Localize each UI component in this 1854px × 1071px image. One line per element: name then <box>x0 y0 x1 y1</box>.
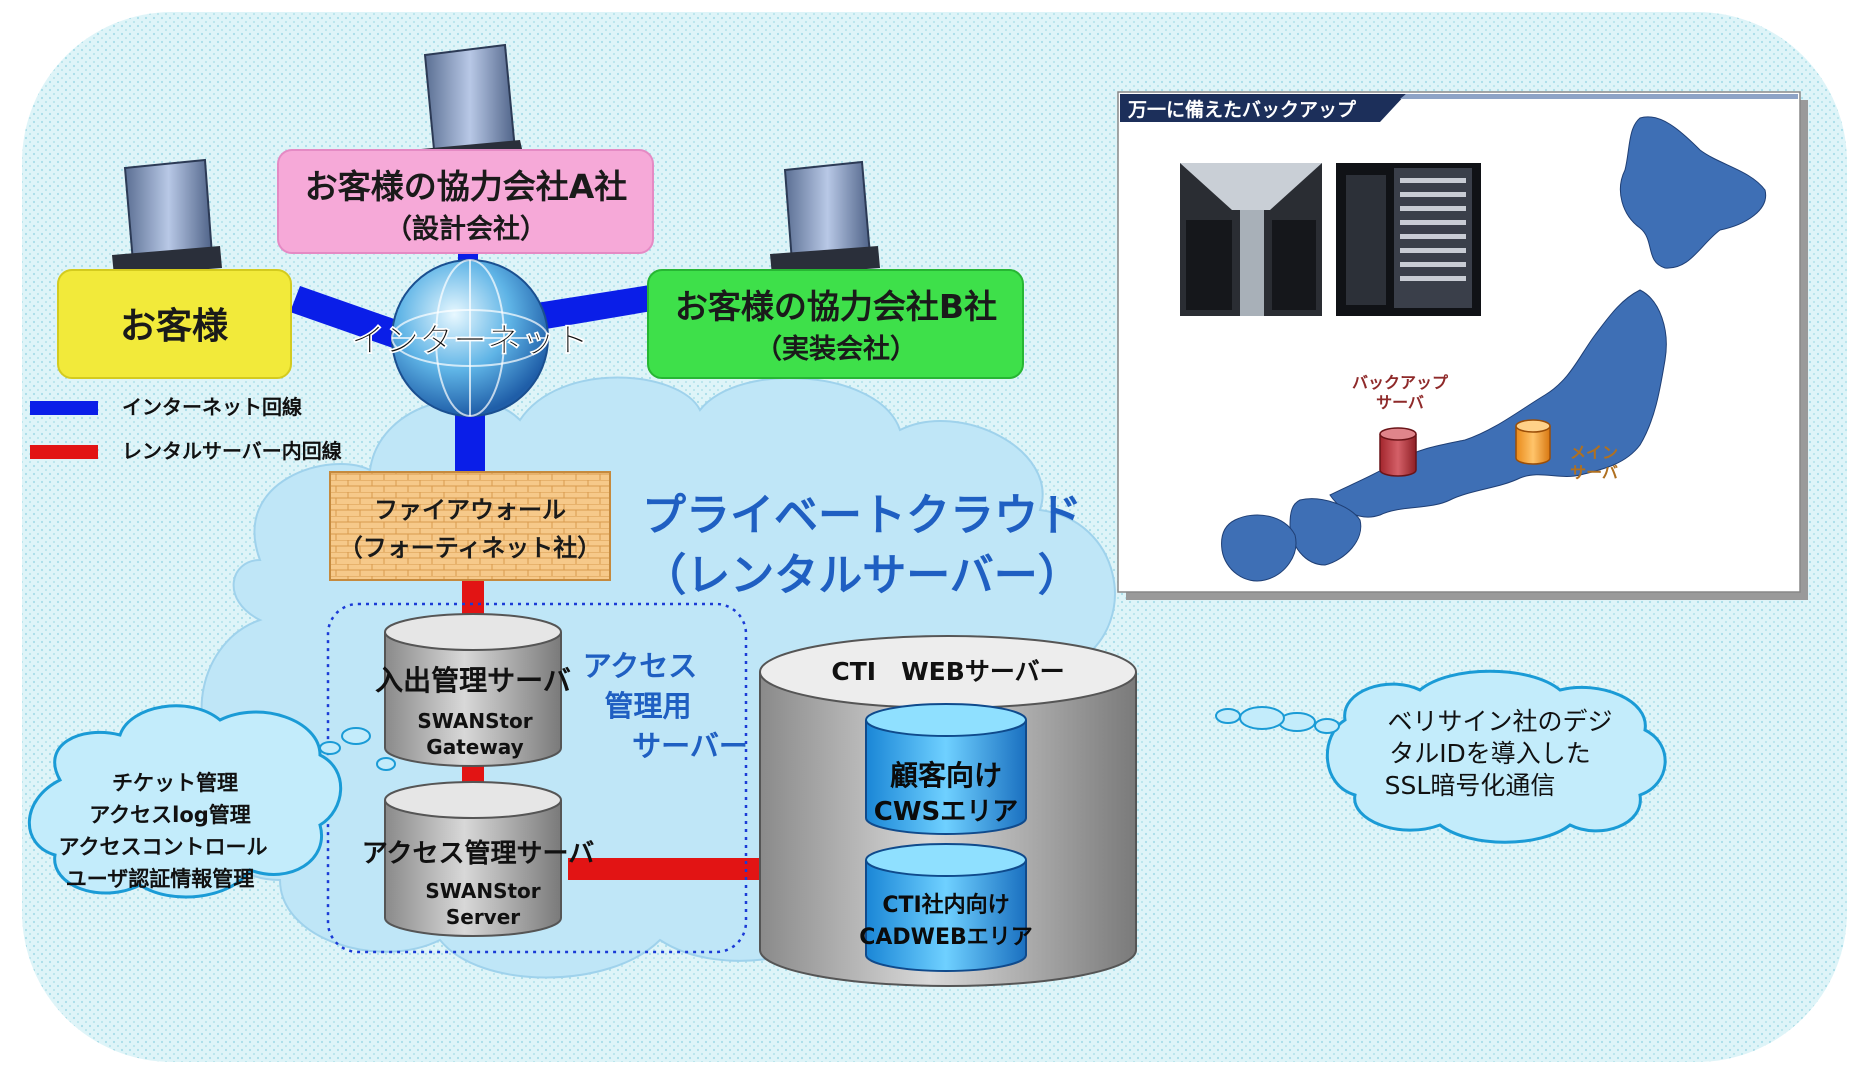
firewall-subtitle: （フォーティネット社） <box>339 534 602 562</box>
legend-rental-label: レンタルサーバー内回線 <box>122 439 342 463</box>
database-icon <box>384 613 562 767</box>
legend-internet-label: インターネット回線 <box>122 395 302 419</box>
backup-server-label-line1: バックアップ <box>1352 373 1449 392</box>
partner-a-box: お客様の協力会社A社 （設計会社） <box>277 149 654 254</box>
access-server-line3: Server <box>446 905 520 929</box>
legend-internet-swatch <box>30 401 98 415</box>
database-icon <box>865 843 1027 972</box>
server-rack-photo <box>1336 163 1481 316</box>
backup-panel: 万一に備えたバックアップ <box>1117 91 1808 600</box>
backup-panel-title: 万一に備えたバックアップ <box>1127 98 1357 121</box>
access-group-line2: 管理用 <box>604 689 691 723</box>
database-icon <box>1379 427 1417 477</box>
cadweb-area-line1: CTI社内向け <box>882 892 1009 918</box>
right-callout-line3: SSL暗号化通信 <box>1385 771 1556 800</box>
cadweb-area-line2: CADWEBエリア <box>859 925 1033 950</box>
database-icon <box>865 703 1027 835</box>
firewall-title: ファイアウォール <box>374 496 566 524</box>
cloud-subtitle: （レンタルサーバー） <box>642 550 1082 601</box>
right-callout-line1: ベリサイン社のデジ <box>1387 707 1612 736</box>
building-icon <box>770 160 880 276</box>
right-callout: ベリサイン社のデジ タルIDを導入した SSL暗号化通信 <box>1215 669 1667 844</box>
right-callout-line2: タルIDを導入した <box>1389 739 1591 768</box>
database-icon <box>384 781 562 937</box>
legend-rental-swatch <box>30 445 98 459</box>
backup-server-label-line2: サーバ <box>1376 393 1424 412</box>
partner-b-box: お客様の協力会社B社 （実装会社） <box>647 269 1024 379</box>
left-callout-line2: アクセスlog管理 <box>89 803 251 827</box>
partner-b-title: お客様の協力会社B社 <box>675 287 997 326</box>
cws-area-line1: 顧客向け <box>890 759 1002 792</box>
left-callout: チケット管理 アクセスlog管理 アクセスコントロール ユーザ認証情報管理 <box>27 704 396 899</box>
partner-a-subtitle: （設計会社） <box>385 213 547 245</box>
datacenter-photo <box>1180 163 1322 316</box>
firewall-box: ファイアウォール （フォーティネット社） <box>329 471 611 581</box>
access-server-title: アクセス管理サーバ <box>362 839 594 869</box>
internet-label: インターネット <box>351 321 589 361</box>
web-server-title: CTI WEBサーバー <box>831 657 1064 686</box>
entry-server-title: 入出管理サーバ <box>375 664 571 697</box>
legend: インターネット回線 レンタルサーバー内回線 <box>30 395 342 463</box>
left-callout-line4: ユーザ認証情報管理 <box>66 867 255 891</box>
partner-a-title: お客様の協力会社A社 <box>305 167 628 206</box>
globe-icon <box>391 259 549 417</box>
customer-box: お客様 <box>57 269 292 379</box>
left-callout-line1: チケット管理 <box>112 771 238 795</box>
cws-area-line2: CWSエリア <box>874 797 1019 827</box>
entry-server-line2: SWANStor <box>417 709 532 733</box>
database-icon <box>1515 419 1551 465</box>
customer-label: お客様 <box>120 306 229 347</box>
left-callout-line3: アクセスコントロール <box>59 835 268 859</box>
main-server-label-line1: メイン <box>1570 443 1618 462</box>
access-group-line1: アクセス <box>583 649 698 683</box>
partner-b-subtitle: （実装会社） <box>755 333 917 365</box>
building-icon <box>112 158 222 276</box>
main-server-label-line2: サーバ <box>1570 463 1618 482</box>
entry-server-line3: Gateway <box>426 735 523 759</box>
cloud-title: プライベートクラウド <box>642 490 1082 541</box>
access-server-line2: SWANStor <box>425 879 540 903</box>
access-group-line3: サーバー <box>632 729 748 763</box>
